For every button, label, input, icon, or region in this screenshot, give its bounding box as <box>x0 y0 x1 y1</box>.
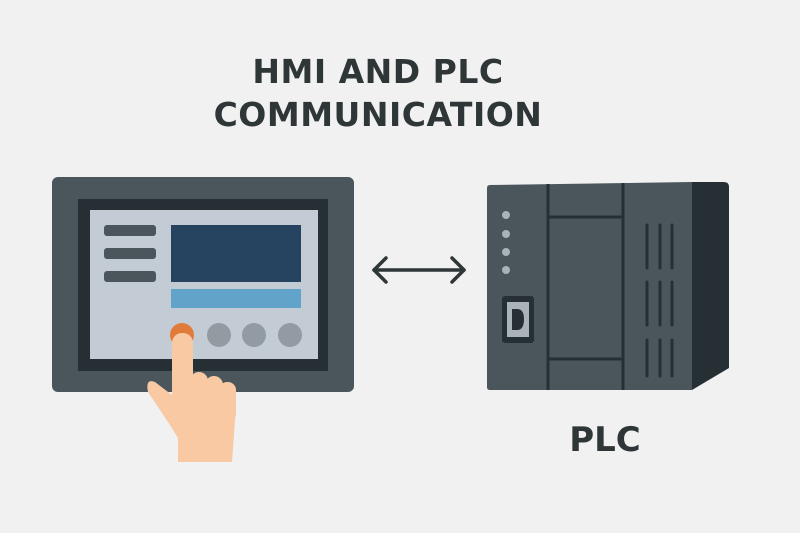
pointing-hand-icon <box>147 333 236 462</box>
hmi-button <box>242 323 266 347</box>
status-leds <box>502 211 510 274</box>
plc-module-icon <box>487 182 729 390</box>
vent-slots <box>645 223 674 378</box>
hmi-display <box>171 225 301 282</box>
plc-label: PLC <box>569 420 641 460</box>
ethernet-port-icon <box>502 296 534 343</box>
hmi-button <box>278 323 302 347</box>
title-line-2: COMMUNICATION <box>213 95 543 134</box>
hmi-display-bar <box>171 289 301 308</box>
title-line-1: HMI AND PLC <box>252 52 504 91</box>
hmi-panel-icon <box>52 177 354 392</box>
hmi-button <box>207 323 231 347</box>
bidirectional-arrow-icon <box>372 256 466 284</box>
menu-bars <box>104 225 156 282</box>
